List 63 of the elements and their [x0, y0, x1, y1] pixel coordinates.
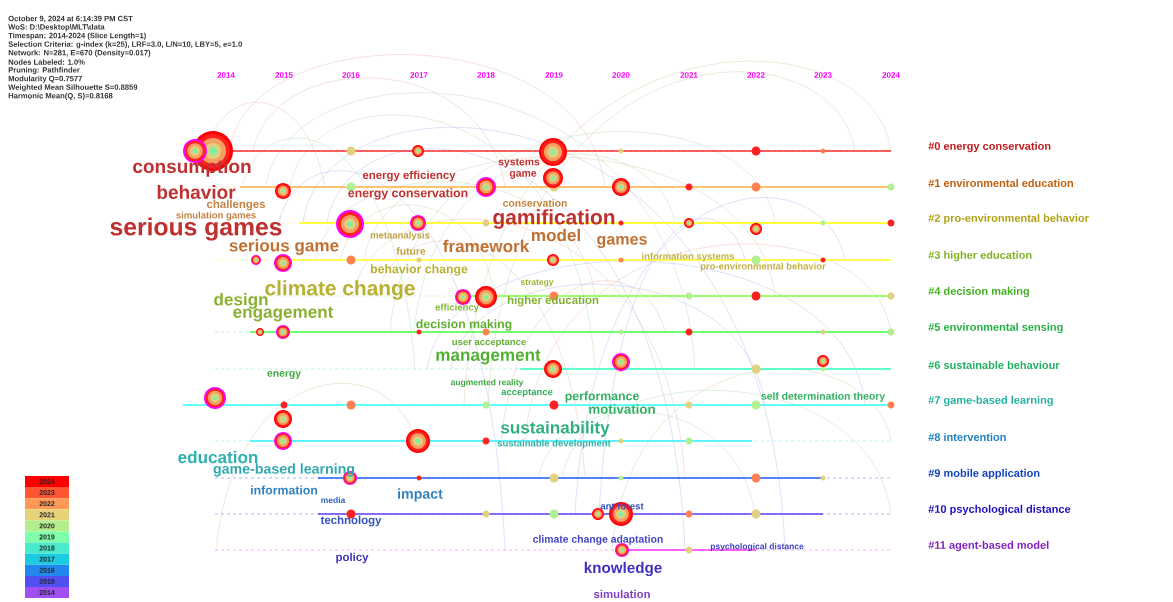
- cluster-label: #1 environmental education: [928, 178, 1073, 188]
- cluster-label: #3 higher education: [928, 250, 1032, 262]
- keyword-label: acceptance: [501, 388, 553, 398]
- year-label: 2023: [814, 72, 832, 78]
- keyword-label: framework: [443, 239, 530, 253]
- cluster-label: #5 environmental sensing: [928, 322, 1063, 334]
- keyword-label: model: [531, 228, 580, 242]
- year-label: 2016: [342, 72, 360, 78]
- keyword-label: motivation: [589, 404, 655, 414]
- cluster-label: #4 decision making: [928, 286, 1029, 298]
- keyword-label: future: [396, 247, 426, 255]
- keyword-label: conservation: [503, 199, 567, 207]
- keyword-label: technology: [320, 515, 382, 527]
- keyword-label: simulation: [593, 589, 650, 599]
- keyword-label: policy: [336, 552, 369, 564]
- keyword-label: knowledge: [584, 561, 662, 577]
- year-label: 2021: [680, 72, 698, 78]
- keyword-label: self determination theory: [761, 392, 886, 402]
- year-label: 2024: [882, 72, 900, 78]
- year-label: 2018: [477, 72, 495, 78]
- keyword-label: management: [436, 349, 541, 365]
- keyword-label: behavior: [157, 185, 236, 199]
- year-label: 2022: [747, 72, 765, 78]
- keyword-label: media: [321, 496, 346, 504]
- year-label: 2020: [612, 72, 630, 78]
- keyword-label: energy efficiency: [362, 170, 456, 182]
- keyword-label: pro-environmental behavior: [700, 262, 826, 272]
- cluster-label: #9 mobile application: [928, 468, 1040, 480]
- cluster-label: #2 pro-environmental behavior: [928, 213, 1089, 225]
- year-label: 2015: [275, 72, 293, 78]
- year-label: 2019: [545, 72, 563, 78]
- cluster-label: #0 energy conservation: [928, 141, 1051, 153]
- keyword-label: game: [509, 171, 537, 179]
- keyword-label: decision making: [416, 319, 512, 331]
- keyword-label: higher education: [507, 295, 599, 307]
- keyword-label: simulation games: [176, 211, 256, 221]
- keyword-label: consumption: [133, 159, 251, 177]
- keyword-label: climate change adaptation: [533, 535, 663, 545]
- keyword-label: efficiency: [435, 303, 479, 313]
- year-label: 2014: [217, 72, 235, 78]
- keyword-label: systems: [498, 158, 540, 168]
- keyword-label: impact: [398, 488, 443, 502]
- keyword-label: user acceptance: [452, 338, 526, 348]
- keyword-label: challenges: [207, 199, 265, 211]
- cluster-label: #11 agent-based model: [928, 540, 1049, 552]
- keyword-label: education: [178, 450, 258, 464]
- keyword-label: information: [251, 485, 318, 495]
- keyword-label: sustainability: [500, 421, 610, 437]
- cluster-label: #7 game-based learning: [928, 395, 1053, 407]
- keyword-label: behavior change: [370, 264, 468, 276]
- keyword-label: game-based learning: [213, 463, 355, 477]
- keyword-label: strategy: [520, 279, 554, 287]
- cluster-label: #10 psychological distance: [928, 504, 1071, 516]
- keyword-label: energy: [267, 371, 301, 379]
- keyword-label: augmented reality: [450, 379, 524, 387]
- cluster-label: #6 sustainable behaviour: [928, 360, 1060, 370]
- cluster-label: #8 intervention: [928, 432, 1006, 442]
- keyword-label: serious game: [229, 239, 339, 255]
- year-label: 2017: [410, 72, 428, 78]
- keyword-label: performance: [565, 391, 639, 403]
- keyword-label: energy conservation: [348, 188, 468, 200]
- keyword-label: games: [597, 235, 647, 249]
- keyword-label: metaanalysis: [370, 231, 430, 241]
